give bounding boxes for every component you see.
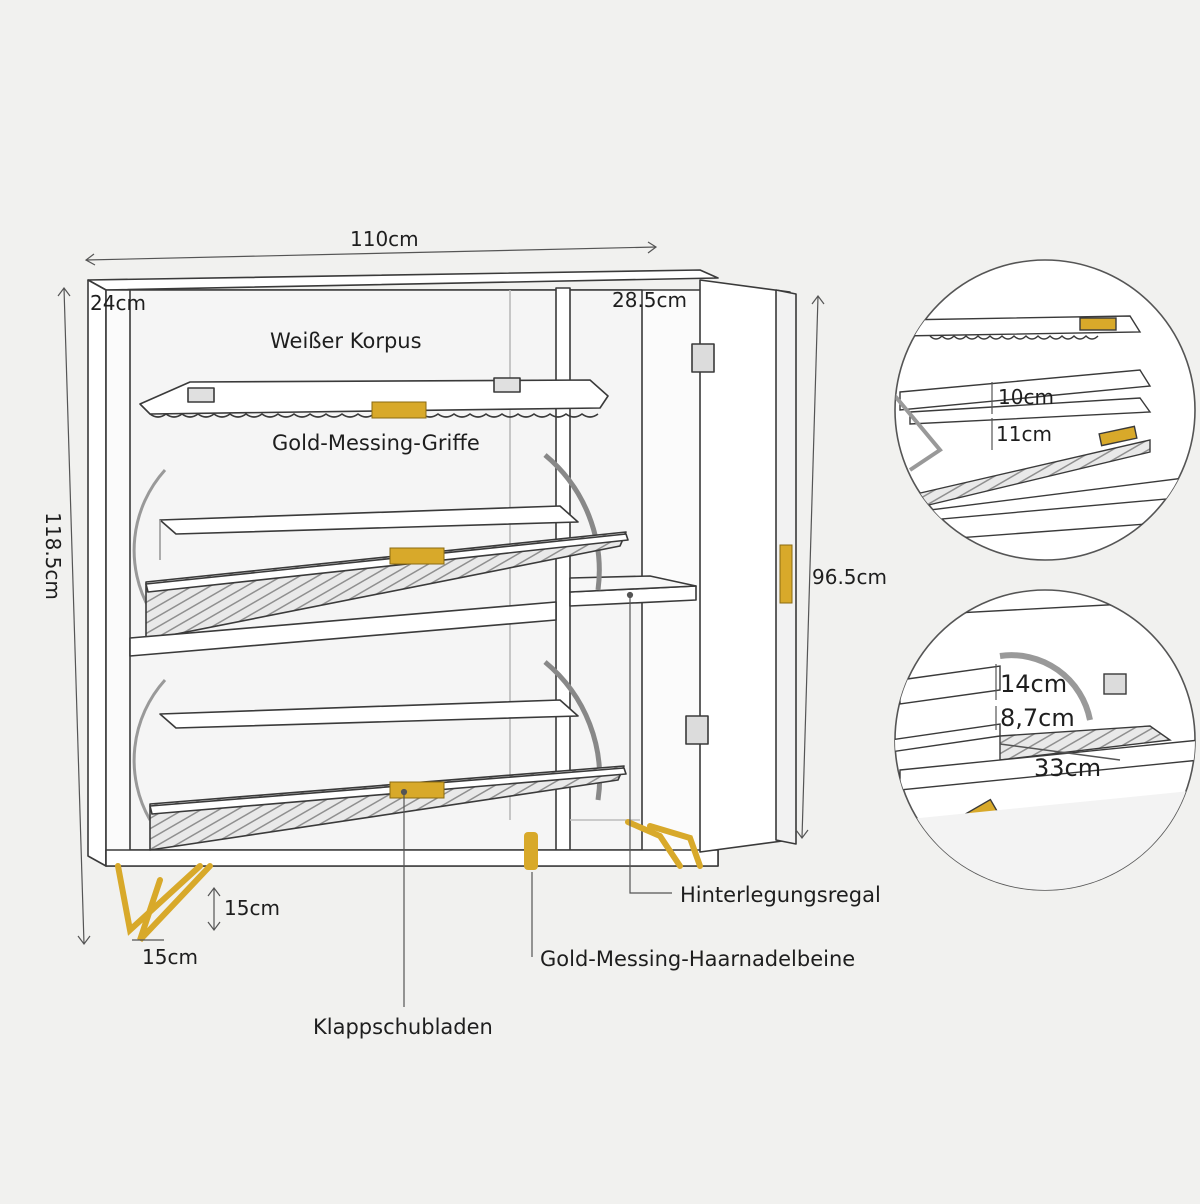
- dim-height: 118.5cm: [41, 512, 65, 600]
- dim-length: 33cm: [1034, 754, 1101, 782]
- dim-leg-width: 15cm: [142, 945, 198, 969]
- dim-leg-height: 15cm: [224, 896, 280, 920]
- dim-width: 110cm: [350, 227, 419, 251]
- label-body: Weißer Korpus: [270, 329, 422, 353]
- detail-drawer-spacing: 10cm 11cm: [894, 259, 1196, 561]
- dim-height-a: 14cm: [1000, 670, 1067, 698]
- flip-drawer-upper: [145, 531, 627, 641]
- gold-handle-icon: [779, 544, 793, 604]
- door-hinge-icon: [685, 715, 709, 745]
- door-hinge-icon: [691, 343, 715, 373]
- detail-hinge-mechanism: 14cm 8,7cm 33cm: [894, 589, 1196, 891]
- flip-drawer-lower: [149, 765, 625, 851]
- gold-handle-icon: [371, 401, 427, 419]
- hinge-icon: [187, 387, 215, 403]
- cabinet-side-left: [87, 279, 107, 867]
- hinge-icon: [1103, 673, 1127, 695]
- label-drawers: Klappschubladen: [313, 1015, 493, 1039]
- hinge-icon: [493, 377, 521, 393]
- gold-handle-icon: [389, 547, 445, 565]
- label-back-shelf: Hinterlegungsregal: [680, 883, 881, 907]
- label-handles: Gold-Messing-Griffe: [272, 431, 480, 455]
- cabinet-top: [87, 269, 719, 291]
- dim-door-height: 96.5cm: [812, 565, 887, 589]
- dimension-lines: [57, 241, 825, 1007]
- cabinet-divider: [555, 287, 571, 851]
- shoe-cabinet: [87, 269, 797, 867]
- gold-handle-icon: [389, 781, 445, 799]
- dim-gap-upper: 10cm: [998, 385, 1054, 409]
- dim-gap-lower: 11cm: [996, 422, 1052, 446]
- label-legs: Gold-Messing-Haarnadelbeine: [540, 947, 855, 971]
- dim-door-depth: 28.5cm: [612, 288, 687, 312]
- dim-depth: 24cm: [90, 291, 146, 315]
- dim-height-b: 8,7cm: [1000, 704, 1075, 732]
- cabinet-bottom: [105, 849, 719, 867]
